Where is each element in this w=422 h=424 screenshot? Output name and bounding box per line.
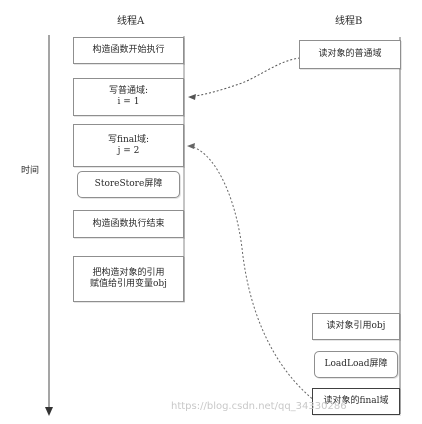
watermark-text: https://blog.csdn.net/qq_34330286 — [171, 401, 347, 412]
thread-a-title: 线程A — [117, 16, 145, 27]
thread-a-step-2-line1: 写普通域: — [108, 86, 149, 96]
thread-a-step-6-text: 把构造对象的引用 赋值给引用变量obj — [90, 268, 167, 290]
thread-a-step-2: 写普通域: i = 1 — [73, 78, 184, 116]
read-final-field-arrowhead — [187, 143, 195, 149]
thread-b-step-2-label: LoadLoad屏障 — [324, 359, 388, 369]
thread-a-step-5: 构造函数执行结束 — [73, 210, 184, 238]
time-axis-label: 时间 — [21, 166, 40, 176]
thread-a-step-3-line2: j = 2 — [117, 145, 140, 156]
thread-a-step-3: 写final域: j = 2 — [73, 124, 184, 167]
thread-a-step-6-line1: 把构造对象的引用 — [92, 268, 165, 278]
thread-a-step-6: 把构造对象的引用 赋值给引用变量obj — [73, 256, 184, 302]
thread-b-step-3: 读对象的final域 — [312, 388, 400, 415]
thread-a-step-1: 构造函数开始执行 — [73, 37, 184, 64]
thread-b-step-1-label: 读对象引用obj — [326, 321, 386, 331]
thread-b-top-step: 读对象的普通域 — [299, 40, 401, 69]
thread-a-step-5-label: 构造函数执行结束 — [92, 218, 165, 229]
thread-b-top-step-label: 读对象的普通域 — [318, 49, 382, 59]
thread-b-step-1: 读对象引用obj — [312, 313, 400, 340]
thread-b-step-3-label: 读对象的final域 — [323, 396, 389, 406]
thread-a-step-4-label: StoreStore屏障 — [94, 179, 163, 189]
thread-a-step-3-line1: 写final域: — [107, 134, 150, 145]
thread-a-step-2-line2: i = 1 — [117, 97, 140, 107]
time-axis-arrowhead — [45, 407, 53, 416]
read-normal-field-arrow — [189, 57, 301, 98]
thread-a-step-1-label: 构造函数开始执行 — [92, 45, 165, 55]
thread-b-step-2: LoadLoad屏障 — [314, 351, 398, 378]
read-normal-field-arrowhead — [188, 94, 196, 100]
read-final-field-arrow — [188, 145, 316, 402]
thread-a-step-6-line2: 赋值给引用变量obj — [90, 279, 167, 289]
thread-a-step-4: StoreStore屏障 — [77, 171, 180, 198]
thread-a-step-2-text: 写普通域: i = 1 — [109, 86, 148, 108]
thread-b-title: 线程B — [335, 16, 363, 27]
thread-a-step-3-text: 写final域: j = 2 — [108, 135, 149, 157]
